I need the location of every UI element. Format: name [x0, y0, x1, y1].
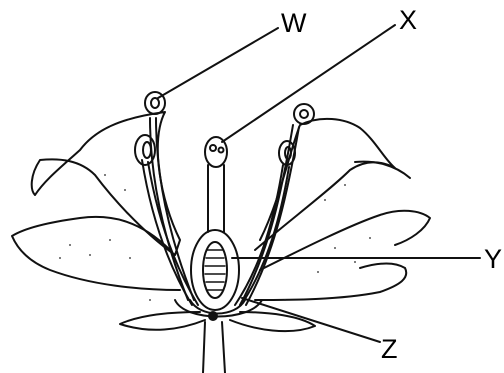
label-y: Y [484, 246, 502, 273]
sepal-right [230, 312, 315, 331]
ovules [205, 250, 225, 290]
petal-upper-left [32, 112, 180, 255]
label-x: X [399, 7, 417, 34]
petal-right [260, 211, 430, 270]
sepal-left [120, 312, 205, 330]
style [208, 165, 224, 232]
pedicel-left [203, 322, 205, 373]
filament-1 [150, 118, 188, 300]
label-z: Z [381, 336, 398, 363]
petal-lower-right [255, 264, 406, 301]
leader-w [158, 28, 278, 98]
label-w: W [281, 10, 306, 37]
anther-right-top [294, 104, 314, 124]
leader-x [222, 25, 395, 142]
leader-z [242, 298, 380, 342]
pedicel-right [222, 322, 225, 373]
nectary [209, 312, 217, 320]
petal-lower-left [12, 217, 180, 290]
